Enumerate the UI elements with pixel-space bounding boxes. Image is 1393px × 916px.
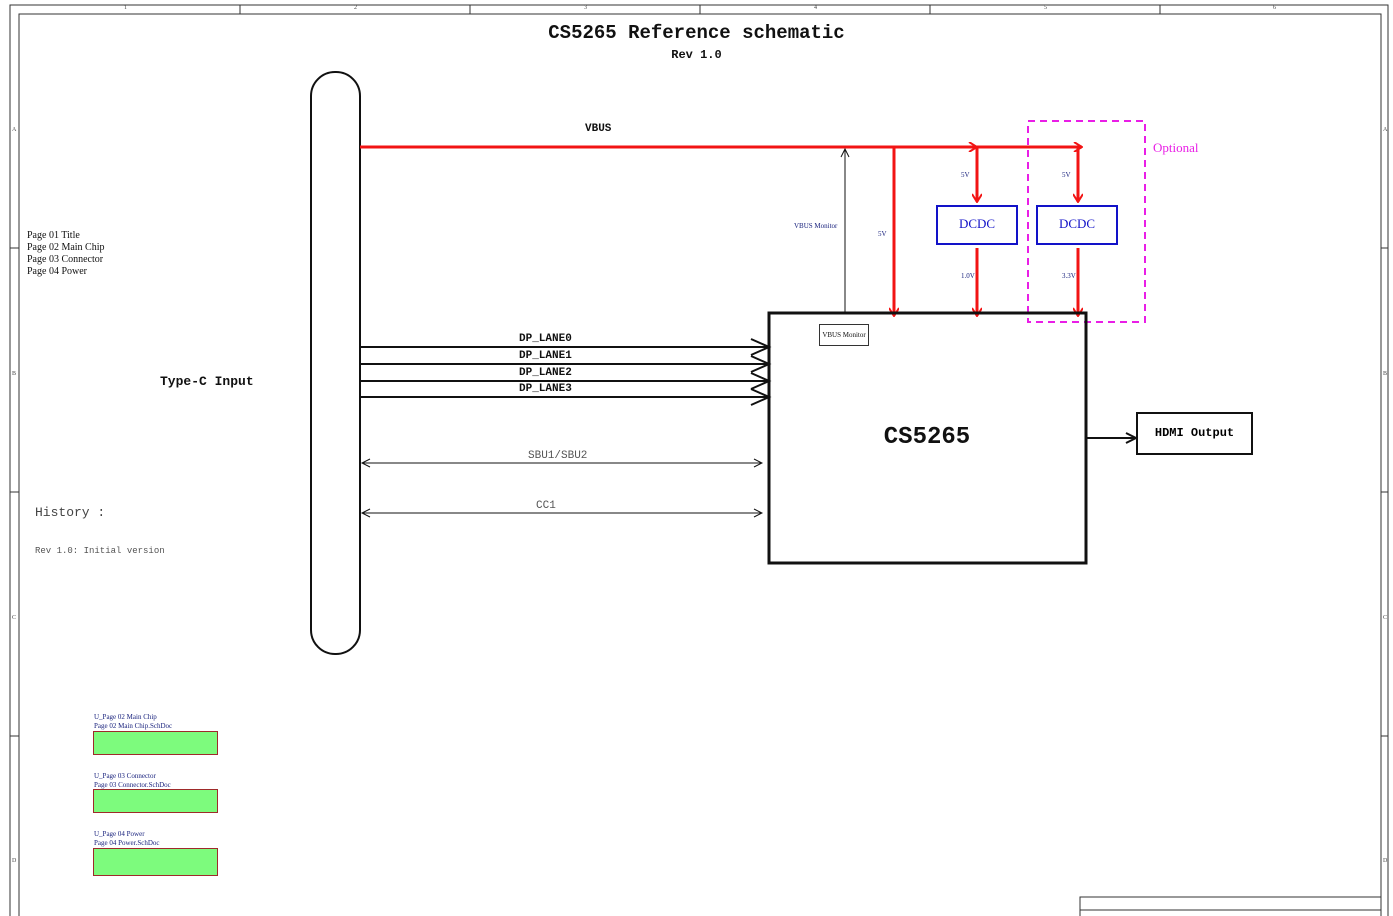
page-list-item: Page 02 Main Chip [27, 242, 105, 253]
vbus-monitor-block: VBUS Monitor [819, 324, 869, 346]
sheet-title: CS5265 Reference schematic [548, 22, 845, 44]
page-list-item: Page 04 Power [27, 266, 87, 277]
sheet-symbol-power[interactable] [93, 848, 218, 876]
vbus-monitor-wire [840, 147, 850, 314]
zone-row-c-right: C [1383, 615, 1388, 621]
zone-row-d-left: D [12, 858, 17, 864]
rail-5v-dcdc1-label: 5V [961, 171, 970, 179]
chip-name: CS5265 [883, 424, 971, 451]
zone-row-c-left: C [12, 615, 17, 621]
dp-lane0-label: DP_LANE0 [519, 333, 572, 345]
zone-row-a-right: A [1383, 127, 1388, 133]
sheet-symbol-connector[interactable] [93, 789, 218, 813]
sheet-symbol-main-chip[interactable] [93, 731, 218, 755]
sbu-label: SBU1/SBU2 [528, 450, 588, 462]
dp-lane3-label: DP_LANE3 [519, 383, 572, 395]
rail-5v-dcdc2-label: 5V [1062, 171, 1071, 179]
dcdc-3v3-block: DCDC [1036, 205, 1118, 245]
zone-row-b-right: B [1383, 371, 1388, 377]
page-list-item: Page 03 Connector [27, 254, 104, 265]
dp-lane1-label: DP_LANE1 [519, 350, 572, 362]
sheet-symbol-designator: U_Page 04 Power [94, 830, 145, 838]
type-c-connector [310, 71, 361, 655]
sheet-symbol-designator: U_Page 03 Connector [94, 772, 156, 780]
vbus-label: VBUS [585, 123, 612, 135]
zone-col-2: 2 [354, 5, 357, 11]
zone-row-b-left: B [12, 371, 17, 377]
zone-col-5: 5 [1044, 5, 1047, 11]
vbus-monitor-label: VBUS Monitor [794, 222, 838, 230]
hdmi-output-block: HDMI Output [1136, 412, 1253, 455]
rail-3v3-label: 3.3V [1062, 272, 1076, 280]
sheet-symbol-file: Page 02 Main Chip.SchDoc [94, 722, 173, 730]
sheet-symbol-file: Page 04 Power.SchDoc [94, 839, 160, 847]
dcdc-1v0-block: DCDC [936, 205, 1018, 245]
rail-1v0-label: 1.0V [961, 272, 975, 280]
zone-col-4: 4 [814, 5, 817, 11]
history-entry: Rev 1.0: Initial version [35, 546, 165, 556]
history-heading: History : [35, 505, 106, 520]
sbu-cc-wires [360, 458, 764, 518]
dp-lane-wires [360, 338, 772, 406]
sheet-symbol-designator: U_Page 02 Main Chip [94, 713, 157, 721]
optional-label: Optional [1153, 140, 1199, 155]
dp-lane2-label: DP_LANE2 [519, 367, 572, 379]
cc1-label: CC1 [536, 500, 556, 512]
title-block [1079, 896, 1382, 916]
rail-5v-chip-label: 5V [878, 230, 887, 238]
vbus-net [360, 147, 1082, 316]
page-list: Page 01 Title Page 02 Main Chip Page 03 … [27, 230, 105, 278]
border-zone-ticks [10, 5, 1388, 737]
outer-border [9, 4, 1389, 916]
zone-col-1: 1 [124, 5, 127, 11]
zone-col-3: 3 [584, 5, 587, 11]
page-list-item: Page 01 Title [27, 230, 80, 241]
zone-col-6: 6 [1273, 5, 1276, 11]
sheet-symbol-file: Page 03 Connector.SchDoc [94, 781, 171, 789]
zone-row-a-left: A [12, 127, 17, 133]
hdmi-output-wire [1086, 432, 1139, 444]
zone-row-d-right: D [1383, 858, 1388, 864]
revision-label: Rev 1.0 [671, 48, 722, 62]
type-c-input-label: Type-C Input [160, 374, 254, 389]
